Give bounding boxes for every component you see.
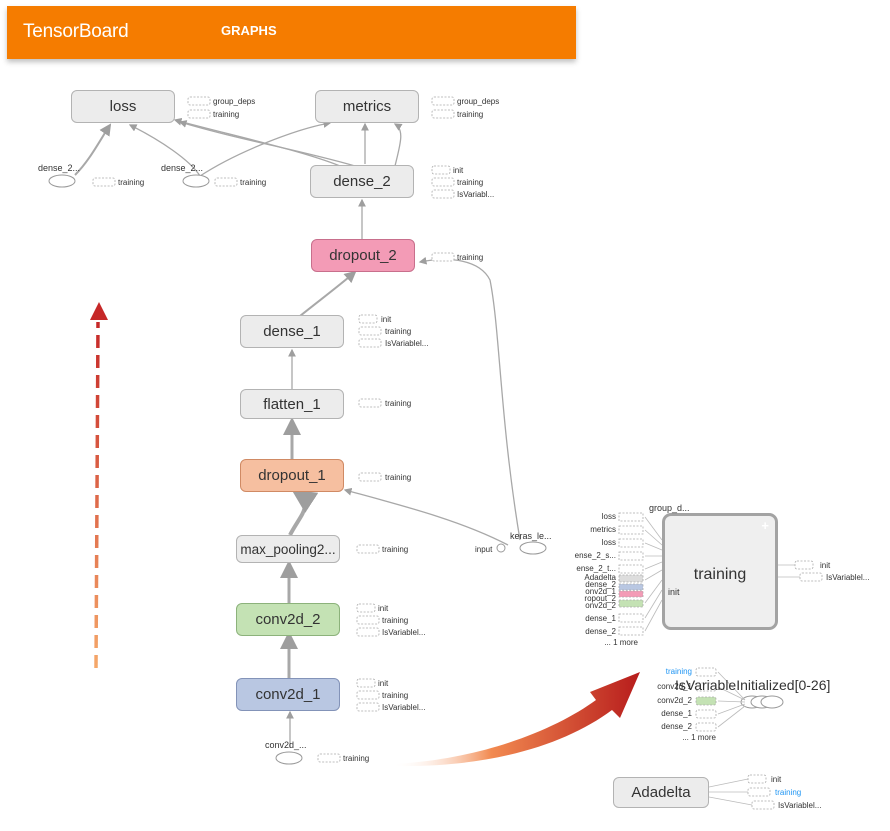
conv2d-2-training-label: training <box>382 616 409 625</box>
training-input-1: loss <box>601 512 616 521</box>
conv2d-2-init-label: init <box>378 604 389 613</box>
conv2d-input-label: conv2d_... <box>265 740 307 750</box>
dense-2-left-training-label: training <box>118 178 145 187</box>
dense-1-init-label: init <box>381 315 392 324</box>
training-input-5: ense_2_t... <box>576 564 616 573</box>
training-more-label: ... 1 more <box>604 638 638 647</box>
max-pooling-node[interactable]: max_pooling2... <box>236 535 340 563</box>
dense-1-isvar-label: IsVariablel... <box>385 339 429 348</box>
training-init-label: init <box>668 587 680 597</box>
adadelta-node[interactable]: Adadelta <box>613 777 709 808</box>
keras-learning-phase-label: keras_le... <box>510 531 552 541</box>
isvar-input-4: dense_1 <box>661 709 692 718</box>
conv2d-input-training-label: training <box>343 754 370 763</box>
metrics-group-deps-label: group_deps <box>457 97 500 106</box>
conv2d-2-isvar-label: IsVariablel... <box>382 628 426 637</box>
adadelta-init-label: init <box>771 775 782 784</box>
training-node-expanded[interactable]: + training <box>662 513 778 630</box>
training-input-2: metrics <box>590 525 616 534</box>
training-input-6: Adadelta <box>584 573 616 582</box>
loss-node[interactable]: loss <box>71 90 175 123</box>
training-input-7: dense_2 <box>585 580 616 589</box>
dense-1-training-label: training <box>385 327 412 336</box>
adadelta-training-label: training <box>775 788 802 797</box>
dense-2-mid-label: dense_2... <box>161 163 204 173</box>
training-input-4: ense_2_s... <box>574 551 616 560</box>
dense-2-mid-training-label: training <box>240 178 267 187</box>
training-input-12: dense_2 <box>585 627 616 636</box>
app-title: TensorBoard <box>23 21 129 42</box>
isvar-input-3: conv2d_2 <box>657 696 692 705</box>
metrics-node[interactable]: metrics <box>315 90 419 123</box>
training-input-10: onv2d_2 <box>585 601 616 610</box>
training-input-11: dense_1 <box>585 614 616 623</box>
isvar-input-1: training <box>665 667 692 676</box>
dense-2-node[interactable]: dense_2 <box>310 165 414 198</box>
dropout-1-training-label: training <box>385 473 412 482</box>
dense-2-isvar-label: IsVariabl... <box>457 190 495 199</box>
loss-training-label: training <box>213 110 240 119</box>
tab-graphs[interactable]: GRAPHS <box>221 23 277 38</box>
conv2d-2-node[interactable]: conv2d_2 <box>236 603 340 636</box>
isvar-input-2: conv2d_1 <box>657 682 692 691</box>
training-out-isvar-label: IsVariablel... <box>826 573 870 582</box>
training-input-3: loss <box>601 538 616 547</box>
expand-plus-icon[interactable]: + <box>761 518 769 533</box>
adadelta-isvar-label: IsVariablel... <box>778 801 822 810</box>
isvar-more-label: ... 1 more <box>682 733 716 742</box>
training-node-title: training <box>693 566 747 583</box>
conv2d-1-isvar-label: IsVariablel... <box>382 703 426 712</box>
training-input-9: ropout_2 <box>584 594 616 603</box>
dense-2-training-label: training <box>457 178 484 187</box>
dense-2-left-label: dense_2... <box>38 163 81 173</box>
dropout-2-node[interactable]: dropout_2 <box>311 239 415 272</box>
loss-group-deps-label: group_deps <box>213 97 256 106</box>
conv2d-1-node[interactable]: conv2d_1 <box>236 678 340 711</box>
training-input-8: onv2d_1 <box>585 587 616 596</box>
app-header: TensorBoard GRAPHS <box>7 6 576 59</box>
max-pooling-training-label: training <box>382 545 409 554</box>
conv2d-1-training-label: training <box>382 691 409 700</box>
dropout-1-node[interactable]: dropout_1 <box>240 459 344 492</box>
training-group-deps-label: group_d... <box>649 503 690 513</box>
dense-1-node[interactable]: dense_1 <box>240 315 344 348</box>
training-out-init-label: init <box>820 561 831 570</box>
flatten-1-training-label: training <box>385 399 412 408</box>
isvar-title: IsVariableInitialized[0-26] <box>675 677 831 693</box>
isvar-input-5: dense_2 <box>661 722 692 731</box>
dense-2-init-label: init <box>453 166 464 175</box>
conv2d-1-init-label: init <box>378 679 389 688</box>
metrics-training-label: training <box>457 110 484 119</box>
input-label: input <box>475 545 493 554</box>
dropout-2-training-label: training <box>457 253 484 262</box>
flatten-1-node[interactable]: flatten_1 <box>240 389 344 419</box>
